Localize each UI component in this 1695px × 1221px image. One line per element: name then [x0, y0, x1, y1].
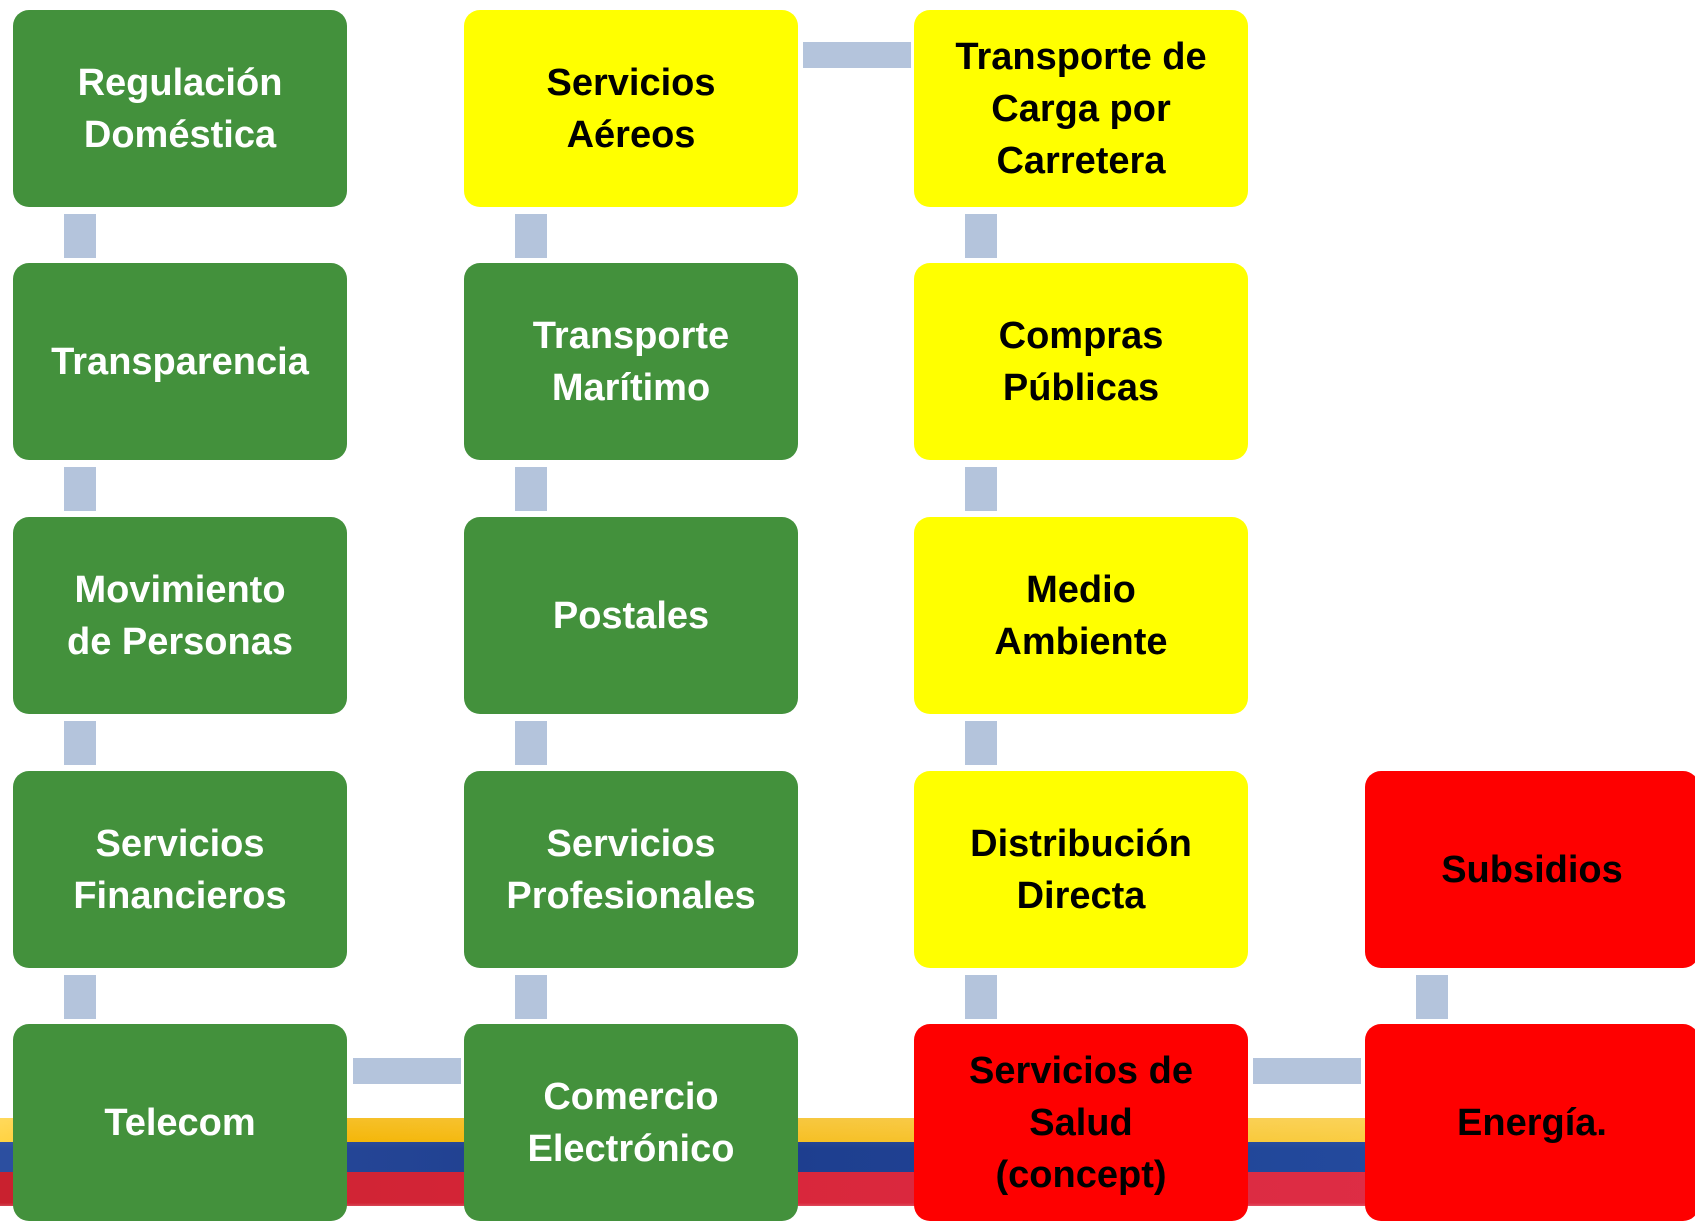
connector-c1-4: [64, 975, 96, 1019]
node-distribucion-directa: Distribución Directa: [914, 771, 1248, 968]
connector-c4-1: [1416, 975, 1448, 1019]
node-comercio-electronico: Comercio Electrónico: [464, 1024, 798, 1221]
node-transparencia: Transparencia: [13, 263, 347, 460]
node-servicios-aereos: Servicios Aéreos: [464, 10, 798, 207]
connector-c1-1: [64, 214, 96, 258]
node-subsidios: Subsidios: [1365, 771, 1695, 968]
node-transporte-maritimo: Transporte Marítimo: [464, 263, 798, 460]
connector-h-telecom-comercio: [353, 1058, 461, 1084]
connector-c3-3: [965, 721, 997, 765]
connector-c2-2: [515, 467, 547, 511]
connector-c3-2: [965, 467, 997, 511]
node-medio-ambiente: Medio Ambiente: [914, 517, 1248, 714]
node-regulacion-domestica: Regulación Doméstica: [13, 10, 347, 207]
connector-h-aereos-carga: [803, 42, 911, 68]
connector-c1-3: [64, 721, 96, 765]
node-movimiento-personas: Movimiento de Personas: [13, 517, 347, 714]
connector-c2-4: [515, 975, 547, 1019]
connector-c2-3: [515, 721, 547, 765]
node-transporte-carga-carretera: Transporte de Carga por Carretera: [914, 10, 1248, 207]
node-servicios-salud: Servicios de Salud (concept): [914, 1024, 1248, 1221]
connector-c3-4: [965, 975, 997, 1019]
node-energia: Energía.: [1365, 1024, 1695, 1221]
connector-c1-2: [64, 467, 96, 511]
node-servicios-profesionales: Servicios Profesionales: [464, 771, 798, 968]
connector-c2-1: [515, 214, 547, 258]
connector-h-salud-energia: [1253, 1058, 1361, 1084]
node-telecom: Telecom: [13, 1024, 347, 1221]
node-servicios-financieros: Servicios Financieros: [13, 771, 347, 968]
node-compras-publicas: Compras Públicas: [914, 263, 1248, 460]
node-postales: Postales: [464, 517, 798, 714]
connector-c3-1: [965, 214, 997, 258]
